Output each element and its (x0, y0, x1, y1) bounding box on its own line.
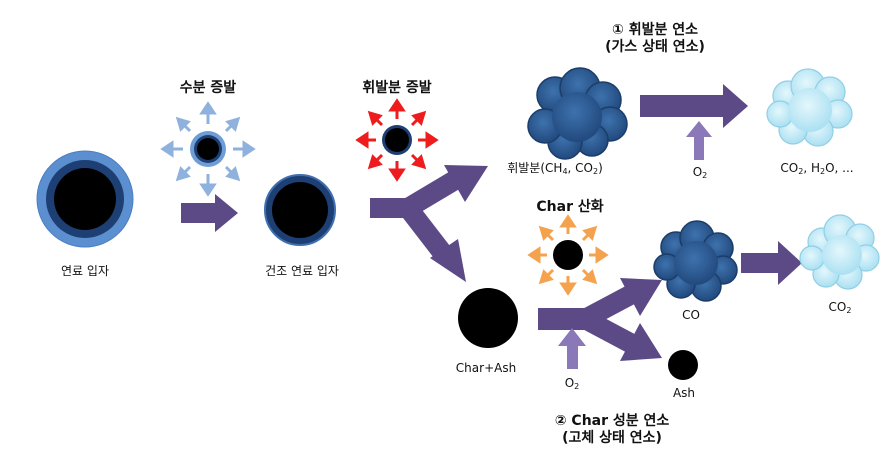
char-rays (527, 214, 609, 296)
char-oxidation-label: Char 산화 (536, 199, 604, 215)
products-cloud (766, 68, 853, 147)
volatile-rays (355, 98, 439, 182)
volatile-evaporation-particle (382, 125, 412, 155)
moisture-evaporation-particle (190, 131, 226, 167)
arrow-moisture (181, 194, 238, 232)
moisture-rays (160, 101, 256, 197)
arrow-volatile-combustion (640, 84, 748, 128)
ash-label: Ash (672, 386, 696, 400)
split-arrow-char (538, 278, 662, 361)
arrow-co-combustion (741, 241, 802, 285)
char-oxidation-particle (553, 240, 583, 270)
volatile-cloud (527, 67, 628, 160)
co-label: CO (682, 308, 700, 322)
char-combustion-heading: ② Char 성분 연소 (고체 상태 연소) (555, 413, 670, 447)
fuel-particle (36, 150, 134, 248)
split-arrow-volatile (370, 165, 488, 282)
co2-label: CO2 (828, 300, 852, 315)
char-ash-label: Char+Ash (455, 361, 517, 375)
co-cloud (653, 220, 738, 302)
fuel-particle-label: 연료 입자 (61, 264, 109, 278)
volatile-evaporation-label: 휘발분 증발 (362, 80, 432, 96)
o2-label-volatile: O2 (692, 165, 708, 180)
volatile-products-label: CO2, H2O, ... (780, 161, 854, 176)
char-heading-line2: (고체 상태 연소) (562, 430, 662, 446)
o2-arrow-volatile (686, 121, 712, 160)
char-ash-particle (458, 288, 518, 348)
volatiles-label: 휘발분(CH4, CO2) (507, 161, 603, 176)
volatile-combustion-heading: ① 휘발분 연소 (가스 상태 연소) (605, 22, 705, 56)
ash-particle (668, 350, 698, 380)
dry-fuel-particle (264, 174, 336, 246)
o2-label-char: O2 (564, 376, 580, 391)
o2-arrow-char (558, 328, 586, 369)
co2-cloud (799, 214, 880, 290)
dry-fuel-particle-label: 건조 연료 입자 (265, 264, 339, 278)
volatile-heading-line2: (가스 상태 연소) (605, 39, 705, 55)
char-heading-line1: ② Char 성분 연소 (554, 413, 670, 429)
volatile-heading-line1: ① 휘발분 연소 (611, 22, 699, 38)
moisture-evaporation-label: 수분 증발 (179, 80, 237, 96)
